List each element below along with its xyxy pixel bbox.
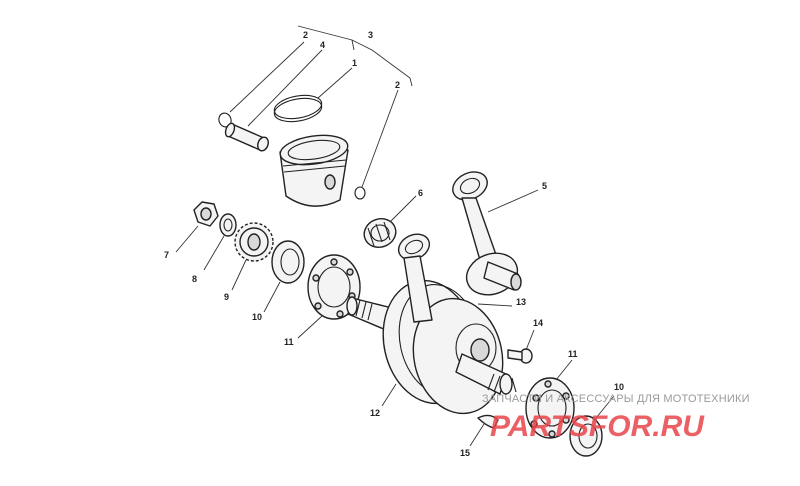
watermark-logo: PARTSFOR.RU xyxy=(490,410,705,443)
small-end-needle-bearing xyxy=(363,195,417,248)
callout-8: 8 xyxy=(192,274,197,284)
callout-2-left: 2 xyxy=(303,30,308,40)
callout-5: 5 xyxy=(542,181,547,191)
drive-gear xyxy=(231,222,274,291)
oil-seal-right xyxy=(569,395,615,457)
callout-15: 15 xyxy=(460,448,470,458)
plug-screw xyxy=(507,329,535,364)
callout-3: 3 xyxy=(368,30,373,40)
callout-4: 4 xyxy=(320,40,325,50)
callout-7: 7 xyxy=(164,250,169,260)
connecting-rod-kit xyxy=(452,171,539,296)
woodruff-key xyxy=(469,414,499,447)
crankshaft-nut xyxy=(175,201,219,253)
crankshaft-assembly xyxy=(346,233,517,415)
callout-13: 13 xyxy=(516,297,526,307)
callout-10-left: 10 xyxy=(252,312,262,322)
piston-group-bracket xyxy=(297,25,413,87)
callout-2-right: 2 xyxy=(395,80,400,90)
callout-11-left: 11 xyxy=(284,337,294,347)
piston-pin-circlip-left xyxy=(218,41,305,128)
main-bearing-left xyxy=(297,254,361,339)
main-bearing-right xyxy=(525,359,575,439)
oil-seal-left xyxy=(263,240,305,313)
watermark: ЗАПЧАСТИ И АКСЕССУАРЫ ДЛЯ МОТОТЕХНИКИ PA… xyxy=(482,393,750,443)
callout-14: 14 xyxy=(533,318,543,328)
watermark-caption: ЗАПЧАСТИ И АКСЕССУАРЫ ДЛЯ МОТОТЕХНИКИ xyxy=(482,393,750,405)
callout-12: 12 xyxy=(370,408,380,418)
piston-pin-circlip-right xyxy=(354,89,399,200)
callout-1: 1 xyxy=(352,58,357,68)
piston-pin xyxy=(224,49,323,152)
callout-6: 6 xyxy=(418,188,423,198)
callout-10-right: 10 xyxy=(614,382,624,392)
lock-washer xyxy=(203,213,237,271)
piston xyxy=(279,134,349,207)
callout-9: 9 xyxy=(224,292,229,302)
callout-11-right: 11 xyxy=(568,349,578,359)
piston-ring xyxy=(273,67,353,123)
